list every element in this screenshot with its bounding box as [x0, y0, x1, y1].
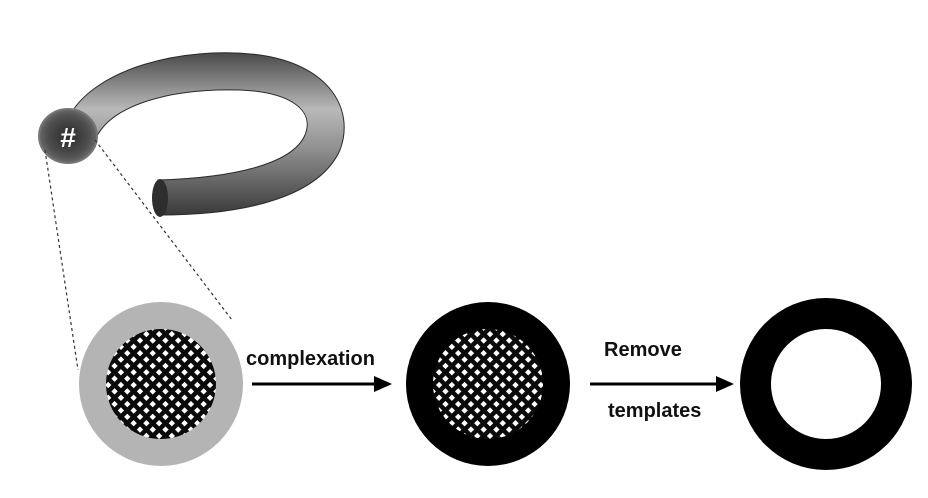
stage1-mesh-core [106, 329, 216, 439]
complexation-arrow: complexation [246, 348, 392, 392]
templates-label: templates [608, 400, 701, 422]
tube-ring: # [38, 52, 345, 217]
tube-cut-end [152, 179, 168, 217]
tube-cross-section [38, 108, 98, 164]
stage3-particle [740, 298, 912, 470]
stage2-mesh-core [433, 329, 543, 439]
complexation-label: complexation [246, 348, 375, 370]
arrow1-head [374, 376, 392, 392]
stage1-particle [79, 302, 243, 466]
cross-section-symbol: # [60, 122, 76, 153]
zoom-lines [44, 139, 233, 371]
remove-label: Remove [604, 339, 682, 361]
zoom-line-left [44, 149, 79, 371]
stage2-particle [406, 302, 570, 466]
stage3-hollow-core [771, 329, 881, 439]
remove-templates-arrow: Remove templates [590, 339, 734, 422]
arrow2-head [716, 376, 734, 392]
tube-body [69, 52, 345, 216]
zoom-line-right [94, 139, 233, 321]
